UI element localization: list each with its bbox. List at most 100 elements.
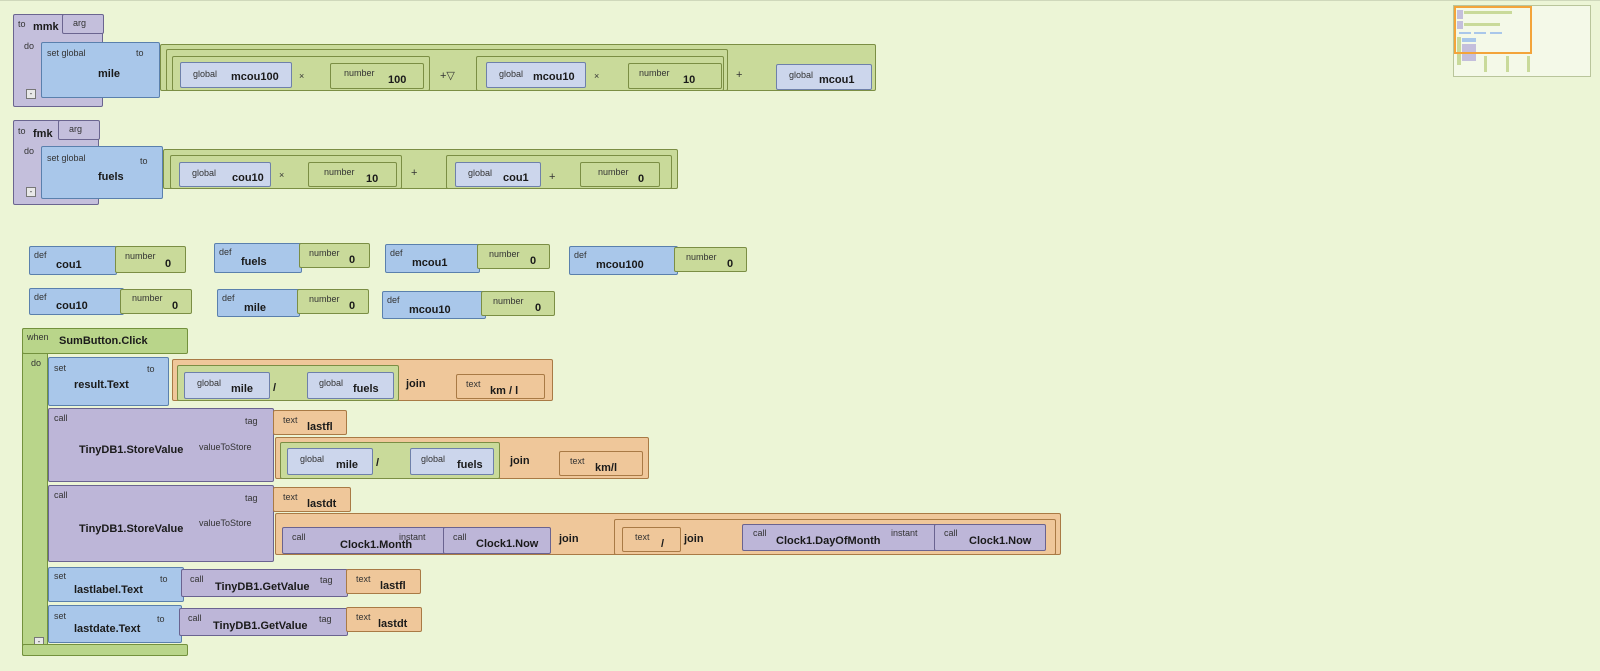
variable-name[interactable]: cou10 xyxy=(56,300,88,312)
global-getter[interactable]: global mcou10 xyxy=(486,62,586,88)
set-global-fuels-block[interactable]: set global to fuels xyxy=(41,146,163,199)
instant-label: instant xyxy=(399,532,426,542)
arg-socket[interactable]: arg xyxy=(62,14,104,34)
global-getter[interactable]: global cou10 xyxy=(179,162,271,187)
number-value[interactable]: 0 xyxy=(535,302,542,314)
workspace-minimap[interactable] xyxy=(1453,5,1591,77)
number-value[interactable]: 100 xyxy=(388,74,407,86)
variable-name[interactable]: mcou1 xyxy=(412,257,448,269)
collapse-icon[interactable]: - xyxy=(26,187,36,197)
global-getter[interactable]: global mcou1 xyxy=(776,64,872,90)
number-block[interactable]: number 0 xyxy=(580,162,660,187)
number-block[interactable]: number 0 xyxy=(115,246,186,273)
def-block-cou10[interactable]: def cou10 xyxy=(29,288,124,315)
def-keyword: def xyxy=(387,295,400,305)
event-block-sumbutton-click[interactable]: when do - xyxy=(22,328,49,656)
variable-name[interactable]: mcou100 xyxy=(596,259,644,271)
number-value[interactable]: 0 xyxy=(172,300,179,312)
text-block[interactable]: text lastfl xyxy=(346,569,421,594)
def-block-mcou1[interactable]: def mcou1 xyxy=(385,244,480,273)
number-block[interactable]: number 0 xyxy=(477,244,550,269)
number-value[interactable]: 0 xyxy=(727,258,734,270)
collapse-icon[interactable]: - xyxy=(26,89,36,99)
text-value[interactable]: lastdt xyxy=(378,618,408,630)
text-block[interactable]: text lastdt xyxy=(346,607,422,632)
number-value[interactable]: 0 xyxy=(530,255,537,267)
global-getter[interactable]: global cou1 xyxy=(455,162,541,187)
text-value[interactable]: / xyxy=(661,538,665,550)
set-global-mile-block[interactable]: set global to mile xyxy=(41,42,160,98)
event-footer[interactable] xyxy=(22,644,188,656)
number-block[interactable]: number 0 xyxy=(297,289,369,314)
variable-name[interactable]: mile xyxy=(244,302,267,314)
event-name[interactable]: SumButton.Click xyxy=(59,335,148,347)
text-block[interactable]: text lastdt xyxy=(273,487,351,512)
global-tag: global xyxy=(193,69,218,79)
number-value[interactable]: 10 xyxy=(366,173,379,185)
minimap-viewport[interactable] xyxy=(1454,6,1532,54)
text-value[interactable]: lastdt xyxy=(307,498,337,510)
text-block[interactable]: text km / l xyxy=(456,374,545,399)
number-value[interactable]: 10 xyxy=(683,74,696,86)
text-value[interactable]: lastfl xyxy=(307,421,333,433)
global-getter[interactable]: global mile xyxy=(287,448,373,475)
text-value[interactable]: lastfl xyxy=(380,580,406,592)
call-clock-dayofmonth-block[interactable]: call Clock1.DayOfMonth instant xyxy=(742,524,942,551)
plus-dropdown[interactable]: +▽ xyxy=(440,70,455,82)
event-header[interactable]: when SumButton.Click xyxy=(22,328,188,354)
def-block-mcou100[interactable]: def mcou100 xyxy=(569,246,678,275)
global-tag: global xyxy=(197,378,222,388)
def-block-cou1[interactable]: def cou1 xyxy=(29,246,117,275)
number-block[interactable]: number 0 xyxy=(299,243,370,268)
global-getter[interactable]: global mcou100 xyxy=(180,62,292,88)
set-lastdate-text-block[interactable]: set to lastdate.Text xyxy=(48,605,182,643)
variable-name[interactable]: cou1 xyxy=(56,259,82,271)
number-block[interactable]: number 10 xyxy=(308,162,397,187)
text-block[interactable]: text km/l xyxy=(559,451,643,476)
text-value[interactable]: km/l xyxy=(595,462,618,474)
call-clock-month-block[interactable]: call Clock1.Month instant xyxy=(282,527,457,554)
def-block-fuels[interactable]: def fuels xyxy=(214,243,302,273)
procedure-name[interactable]: mmk xyxy=(33,21,59,33)
plus-operator: + xyxy=(736,69,743,81)
number-value[interactable]: 0 xyxy=(349,254,356,266)
global-getter[interactable]: global fuels xyxy=(410,448,494,475)
variable-name[interactable]: mcou10 xyxy=(409,304,451,316)
number-tag: number xyxy=(639,68,670,78)
call-tinydb-storevalue-block[interactable]: call TinyDB1.StoreValue tag valueToStore xyxy=(48,408,274,482)
text-block[interactable]: text / xyxy=(622,527,681,552)
call-tinydb-getvalue-block[interactable]: call TinyDB1.GetValue tag xyxy=(181,569,348,597)
number-block[interactable]: number 10 xyxy=(628,63,722,89)
variable-name[interactable]: fuels xyxy=(241,256,267,268)
text-value[interactable]: km / l xyxy=(490,385,519,397)
def-block-mile[interactable]: def mile xyxy=(217,289,300,317)
text-block[interactable]: text lastfl xyxy=(273,410,347,435)
minimap-block xyxy=(1459,32,1471,34)
arg-socket[interactable]: arg xyxy=(58,120,100,140)
number-value[interactable]: 0 xyxy=(638,173,645,185)
number-value[interactable]: 0 xyxy=(165,258,172,270)
number-block[interactable]: number 0 xyxy=(674,247,747,272)
global-getter[interactable]: global fuels xyxy=(307,372,394,399)
global-getter[interactable]: global mile xyxy=(184,372,270,399)
call-clock-now-block[interactable]: call Clock1.Now xyxy=(443,527,551,554)
def-keyword: def xyxy=(574,250,587,260)
procedure-name[interactable]: fmk xyxy=(33,128,53,140)
set-lastlabel-text-block[interactable]: set to lastlabel.Text xyxy=(48,567,184,602)
call-clock-now-block[interactable]: call Clock1.Now xyxy=(934,524,1046,551)
set-result-text-block[interactable]: set to result.Text xyxy=(48,357,169,406)
number-value[interactable]: 0 xyxy=(349,300,356,312)
method-name: Clock1.Now xyxy=(969,535,1032,547)
tag-label: tag xyxy=(245,416,258,426)
def-block-mcou10[interactable]: def mcou10 xyxy=(382,291,486,319)
number-block[interactable]: number 100 xyxy=(330,63,424,89)
minimap-block xyxy=(1462,38,1476,42)
number-block[interactable]: number 0 xyxy=(120,289,192,314)
number-block[interactable]: number 0 xyxy=(481,291,555,316)
call-tinydb-storevalue-block[interactable]: call TinyDB1.StoreValue tag valueToStore xyxy=(48,485,274,562)
variable-name[interactable]: mile xyxy=(98,68,121,80)
variable-name[interactable]: fuels xyxy=(98,171,124,183)
call-tinydb-getvalue-block[interactable]: call TinyDB1.GetValue tag xyxy=(179,608,348,636)
text-tag: text xyxy=(356,612,371,622)
